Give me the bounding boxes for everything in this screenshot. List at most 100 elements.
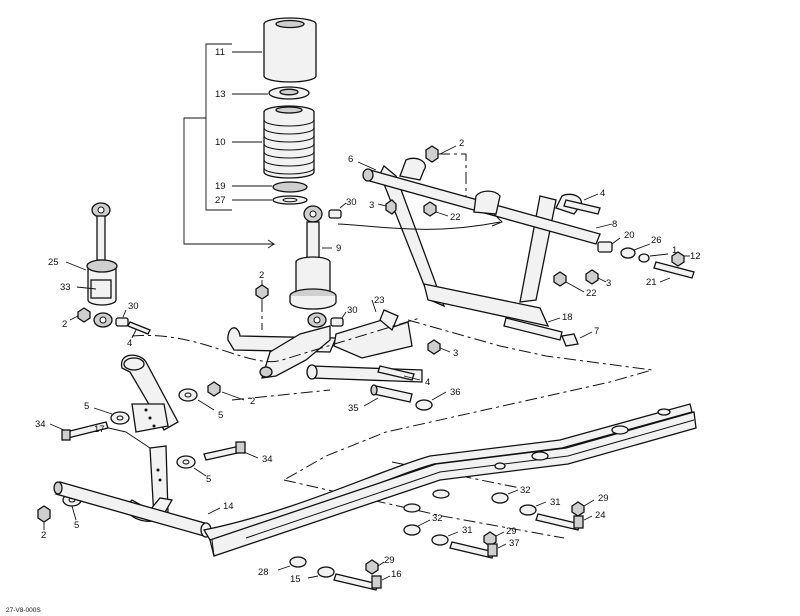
- bolt-part: [563, 199, 601, 215]
- callout-17: 17: [94, 424, 105, 435]
- bushing-part: [561, 333, 579, 347]
- callout-19: 19: [215, 181, 226, 192]
- bolt-part: [535, 513, 581, 531]
- callout-10: 10: [215, 137, 226, 148]
- bushing-part: [328, 209, 342, 219]
- spring-stack-group: [183, 17, 317, 249]
- callout-29: 29: [384, 555, 395, 566]
- callout-4: 4: [600, 188, 605, 199]
- washer-part: [403, 524, 421, 536]
- callout-27: 27: [215, 195, 226, 206]
- rear-shock-part: [86, 202, 118, 328]
- retainer-part: [272, 181, 308, 193]
- callout-13: 13: [215, 89, 226, 100]
- callout-31: 31: [462, 525, 473, 536]
- diagram-code: 27-V8-000S: [6, 607, 41, 614]
- callout-23: 23: [374, 295, 385, 306]
- callout-7: 7: [594, 326, 599, 337]
- callout-21: 21: [646, 277, 657, 288]
- washer-part: [317, 566, 335, 578]
- callout-30: 30: [347, 305, 358, 316]
- linkage-arm-part: [227, 309, 423, 383]
- washer-part: [491, 492, 509, 504]
- callout-28: 28: [258, 567, 269, 578]
- callout-2: 2: [250, 396, 255, 407]
- callout-30: 30: [128, 301, 139, 312]
- callout-4: 4: [425, 377, 430, 388]
- callout-16: 16: [391, 569, 402, 580]
- callout-8: 8: [612, 219, 617, 230]
- callout-2: 2: [459, 138, 464, 149]
- front-shock-part: [289, 205, 337, 328]
- front-bracket-part: [120, 354, 179, 433]
- nut-part: [585, 269, 599, 285]
- washer-part: [110, 411, 130, 425]
- washer-part: [415, 399, 433, 411]
- callout-2: 2: [62, 319, 67, 330]
- callout-34: 34: [35, 419, 46, 430]
- nut-part: [365, 559, 379, 575]
- callout-4: 4: [127, 338, 132, 349]
- nut-part: [425, 145, 439, 163]
- callout-25: 25: [48, 257, 59, 268]
- nut-part: [571, 501, 585, 517]
- nut-part: [423, 201, 437, 217]
- bushing-part: [330, 317, 344, 327]
- callout-33: 33: [60, 282, 71, 293]
- callout-2: 2: [259, 270, 264, 281]
- callout-22: 22: [586, 288, 597, 299]
- washer-part: [638, 253, 650, 263]
- callout-12: 12: [690, 251, 701, 262]
- callout-labels: 11 13 10 19 27 9 30 3 22 2 6 4 8 20 26 1…: [35, 47, 701, 585]
- bushing-part: [115, 317, 129, 327]
- callout-32: 32: [520, 485, 531, 496]
- bushing-part: [597, 241, 613, 253]
- callout-11: 11: [215, 47, 225, 58]
- washer-part: [519, 504, 537, 516]
- front-arm-part: [362, 157, 601, 341]
- nut-part: [207, 381, 221, 397]
- nut-part: [255, 284, 269, 300]
- callout-37: 37: [509, 538, 520, 549]
- nut-part: [553, 271, 567, 287]
- axle-part: [373, 385, 413, 403]
- callout-15: 15: [290, 574, 301, 585]
- washer-part: [620, 247, 636, 259]
- nut-part: [37, 505, 51, 523]
- nut-part: [671, 251, 685, 267]
- washer-part: [289, 556, 307, 568]
- spring-cover-part: [263, 17, 317, 83]
- callout-3: 3: [453, 348, 458, 359]
- callout-20: 20: [624, 230, 635, 241]
- callout-3: 3: [606, 278, 611, 289]
- washer-part: [178, 388, 198, 402]
- callout-26: 26: [651, 235, 662, 246]
- nut-part: [427, 339, 441, 355]
- coil-spring-part: [263, 105, 315, 179]
- callout-35: 35: [348, 403, 359, 414]
- callout-18: 18: [562, 312, 573, 323]
- callout-1: 1: [672, 245, 677, 256]
- bolt-part: [449, 541, 495, 559]
- bolt-part: [653, 261, 695, 279]
- callout-5: 5: [84, 401, 89, 412]
- nut-part: [385, 199, 397, 215]
- spring-seat-part: [268, 86, 310, 100]
- callout-29: 29: [598, 493, 609, 504]
- callout-5: 5: [206, 474, 211, 485]
- callout-30: 30: [346, 197, 357, 208]
- callout-5: 5: [74, 520, 79, 531]
- slide-rail-part: [202, 403, 697, 557]
- callout-29: 29: [506, 526, 517, 537]
- callout-32: 32: [432, 513, 443, 524]
- bolt-part: [127, 321, 151, 335]
- callout-22: 22: [450, 212, 461, 223]
- nut-part: [77, 307, 91, 323]
- callout-14: 14: [223, 501, 234, 512]
- callout-36: 36: [450, 387, 461, 398]
- callout-3: 3: [369, 200, 374, 211]
- callout-24: 24: [595, 510, 606, 521]
- washer-part: [272, 195, 308, 205]
- bolt-part: [333, 573, 379, 591]
